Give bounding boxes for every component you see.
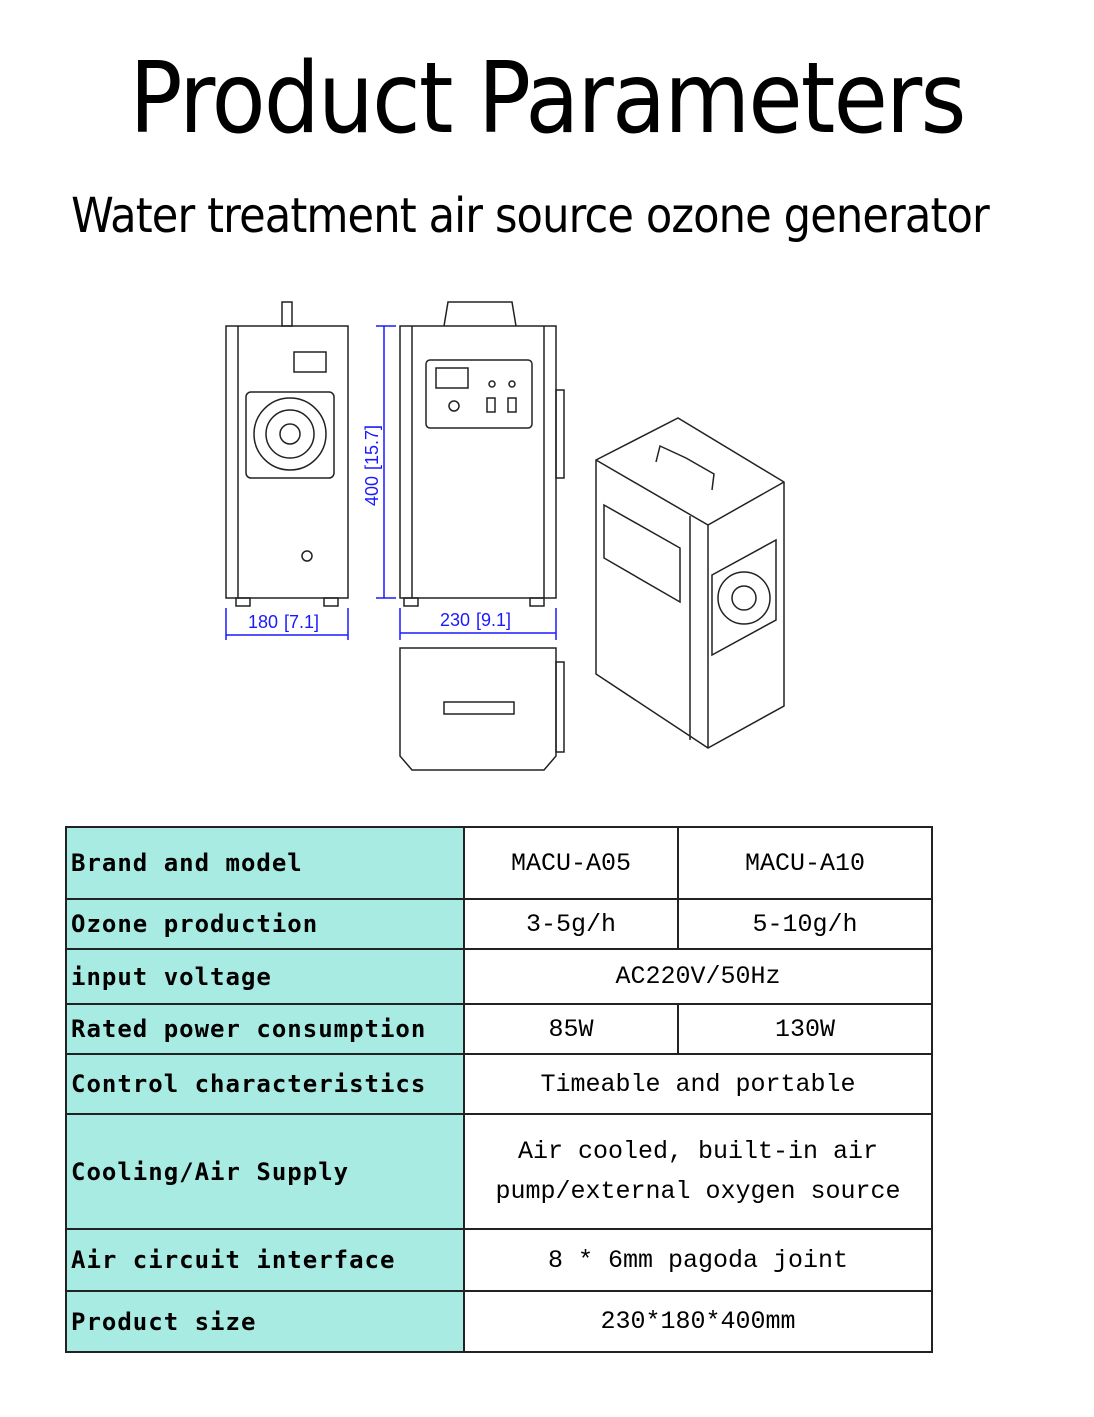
row-label: Brand and model — [65, 826, 465, 900]
cell-line: pump/external oxygen source — [495, 1176, 901, 1206]
row-label: Rated power consumption — [65, 1003, 465, 1055]
depth-dimension-inches: [9.1] — [476, 610, 511, 630]
cell-value: 5-10g/h — [677, 898, 933, 950]
row-label: Air circuit interface — [65, 1228, 465, 1292]
row-label: Cooling/Air Supply — [65, 1113, 465, 1230]
cell-value: Timeable and portable — [463, 1053, 933, 1115]
top-view — [399, 647, 565, 771]
product-drawing: 180 [7.1] 230 [9.1] 400 [15.7] — [225, 301, 785, 771]
side-view — [225, 301, 349, 607]
cell-value: 8 * 6mm pagoda joint — [463, 1228, 933, 1292]
page-title: Product Parameters — [129, 42, 966, 156]
isometric-view — [595, 417, 785, 749]
cell-value: 130W — [677, 1003, 933, 1055]
cell-value: Air cooled, built-in air pump/external ox… — [463, 1113, 933, 1230]
width-dimension-inches: [7.1] — [284, 612, 319, 632]
height-dimension-inches: [15.7] — [362, 425, 382, 470]
dimension-lines — [225, 325, 557, 640]
cell-value: 85W — [463, 1003, 679, 1055]
cell-value: 230*180*400mm — [463, 1290, 933, 1353]
row-label: Ozone production — [65, 898, 465, 950]
cell-value: 3-5g/h — [463, 898, 679, 950]
front-view — [399, 301, 565, 607]
row-label: Control characteristics — [65, 1053, 465, 1115]
cell-value: MACU-A05 — [463, 826, 679, 900]
width-dimension: 180 — [248, 612, 278, 632]
page-subtitle: Water treatment air source ozone generat… — [71, 188, 990, 244]
row-label: input voltage — [65, 948, 465, 1005]
depth-dimension: 230 — [440, 610, 470, 630]
row-label: Product size — [65, 1290, 465, 1353]
cell-value: AC220V/50Hz — [463, 948, 933, 1005]
cell-line: Air cooled, built-in air — [517, 1136, 879, 1166]
height-dimension: 400 — [362, 476, 382, 506]
cell-value: MACU-A10 — [677, 826, 933, 900]
